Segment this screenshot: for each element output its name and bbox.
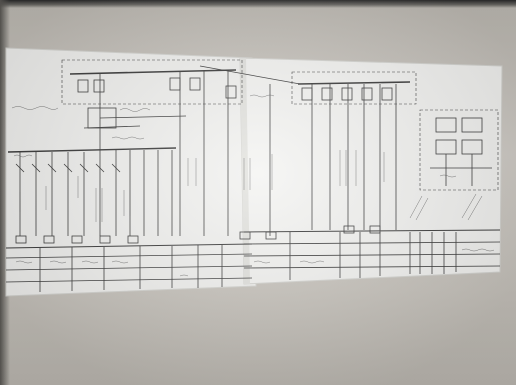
left-shadow [0, 0, 10, 385]
top-shadow [0, 0, 516, 8]
handwritten-annotations [11, 94, 495, 277]
paper-sheet-left [5, 47, 257, 297]
paper-sheet-right [239, 57, 503, 285]
diagram-lines [5, 59, 501, 292]
